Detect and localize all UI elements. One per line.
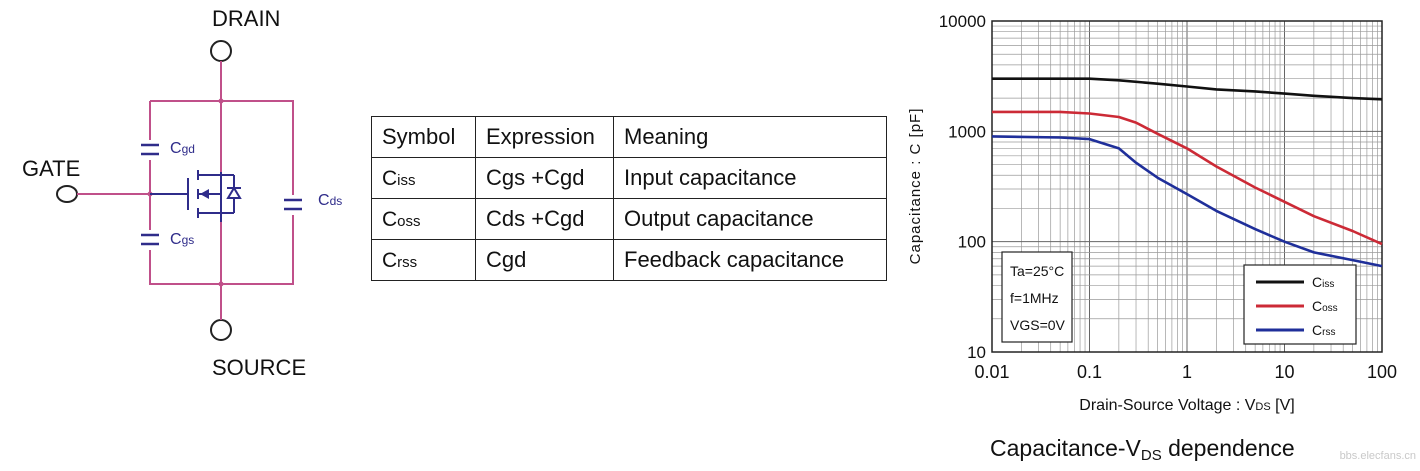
plot-frame xyxy=(991,20,1383,353)
symbol-sub: oss xyxy=(397,213,421,230)
drain-terminal xyxy=(210,40,232,62)
x-axis-label-sub: DS xyxy=(1255,401,1270,413)
source-node-dot xyxy=(218,281,224,287)
cgd-label-main: C xyxy=(170,140,182,157)
y-tick-label: 10000 xyxy=(939,12,986,31)
table-cell-expression: Cgs +Cgd xyxy=(475,157,614,199)
cds-capacitor-icon xyxy=(283,195,303,215)
table-cell-meaning: Output capacitance xyxy=(613,198,887,240)
y-axis-label: Capacitance : C [pF] xyxy=(907,108,924,265)
table-cell-meaning: Feedback capacitance xyxy=(613,239,887,281)
table-row: Crss Cgd Feedback capacitance xyxy=(371,239,887,281)
series-line-ciss xyxy=(992,77,1383,101)
y-tick-label: 1000 xyxy=(948,122,986,141)
symbol-main: C xyxy=(382,208,398,231)
drain-node-dot xyxy=(218,98,224,104)
capacitor-network-frame xyxy=(149,100,294,285)
mosfet-symbol-icon xyxy=(150,170,242,222)
table-header-expression: Expression xyxy=(475,116,614,158)
cgs-capacitor-icon xyxy=(140,230,160,250)
cgd-capacitor-icon xyxy=(140,140,160,160)
condition-freq: f=1MHz xyxy=(1010,290,1059,306)
legend-label-ciss: Ciss xyxy=(1312,274,1334,290)
table-cell-symbol: Crss xyxy=(371,239,476,281)
chart-title: Capacitance-VDS dependence xyxy=(990,435,1295,464)
source-terminal xyxy=(210,319,232,341)
condition-temp: Ta=25°C xyxy=(1010,263,1064,279)
chart-series xyxy=(991,77,1383,268)
table-cell-meaning: Input capacitance xyxy=(613,157,887,199)
y-tick-label: 100 xyxy=(958,233,986,252)
x-tick-label: 0.01 xyxy=(974,362,1009,382)
cgd-label: Cgd xyxy=(170,140,195,158)
mosfet-capacitance-circuit: DRAIN GATE SOURCE Cgd Cgs Cds xyxy=(0,0,370,400)
table-cell-symbol: Ciss xyxy=(371,157,476,199)
capacitance-vds-chart: 0.01 0.1 1 10 100 10 100 1000 10000 Ta=25°C f=1M… xyxy=(900,0,1420,466)
table-cell-symbol: Coss xyxy=(371,198,476,240)
legend-label-coss: Coss xyxy=(1312,298,1338,314)
table-header-row: Symbol Expression Meaning xyxy=(371,116,887,158)
table-header-meaning: Meaning xyxy=(613,116,887,158)
gate-label: GATE xyxy=(22,156,81,181)
table-row: Ciss Cgs +Cgd Input capacitance xyxy=(371,157,887,199)
table-row: Coss Cds +Cgd Output capacitance xyxy=(371,198,887,240)
source-label: SOURCE xyxy=(212,355,307,380)
cgs-label-sub: gs xyxy=(181,233,195,247)
y-tick-label: 10 xyxy=(967,343,986,362)
cgs-label: Cgs xyxy=(170,231,194,249)
chart-ticks: 0.01 0.1 1 10 100 10 100 1000 10000 xyxy=(939,12,1397,382)
chart-title-main: Capacitance-V xyxy=(990,435,1142,461)
gate-terminal xyxy=(56,185,78,203)
cds-label-main: C xyxy=(318,192,330,209)
capacitance-table: Symbol Expression Meaning Ciss Cgs +Cgd … xyxy=(371,116,887,281)
circuit-diagram xyxy=(56,40,303,341)
table-cell-expression: Cgd xyxy=(475,239,614,281)
x-axis-label-main: Drain-Source Voltage : V xyxy=(1079,397,1255,414)
symbol-main: C xyxy=(382,249,398,272)
condition-vgs: VGS=0V xyxy=(1010,317,1066,333)
x-tick-label: 1 xyxy=(1182,362,1192,382)
symbol-main: C xyxy=(382,167,398,190)
cds-label: Cds xyxy=(318,192,342,210)
x-axis-label-suffix: [V] xyxy=(1271,397,1295,414)
watermark: bbs.elecfans.cn xyxy=(1339,450,1416,462)
chart-title-suffix: dependence xyxy=(1162,435,1295,461)
cgs-label-main: C xyxy=(170,231,182,248)
table-header-symbol: Symbol xyxy=(371,116,476,158)
series-line-coss xyxy=(992,110,1383,246)
x-tick-label: 0.1 xyxy=(1077,362,1102,382)
chart-svg: 0.01 0.1 1 10 100 10 100 1000 10000 Ta=25°C f=1M… xyxy=(907,12,1397,464)
drain-label: DRAIN xyxy=(212,6,281,31)
series-line-crss xyxy=(991,135,1383,268)
cgd-label-sub: gd xyxy=(181,142,195,156)
table-cell-expression: Cds +Cgd xyxy=(475,198,614,240)
symbol-sub: iss xyxy=(397,172,416,189)
x-tick-label: 100 xyxy=(1367,362,1397,382)
chart-title-sub: DS xyxy=(1141,447,1162,464)
legend-label-crss: Crss xyxy=(1312,322,1335,338)
conditions-box: Ta=25°C f=1MHz VGS=0V xyxy=(1001,251,1073,343)
cds-label-sub: ds xyxy=(329,194,343,208)
symbol-sub: rss xyxy=(397,254,418,271)
x-axis-label: Drain-Source Voltage : VDS [V] xyxy=(1079,397,1294,414)
x-tick-label: 10 xyxy=(1274,362,1294,382)
